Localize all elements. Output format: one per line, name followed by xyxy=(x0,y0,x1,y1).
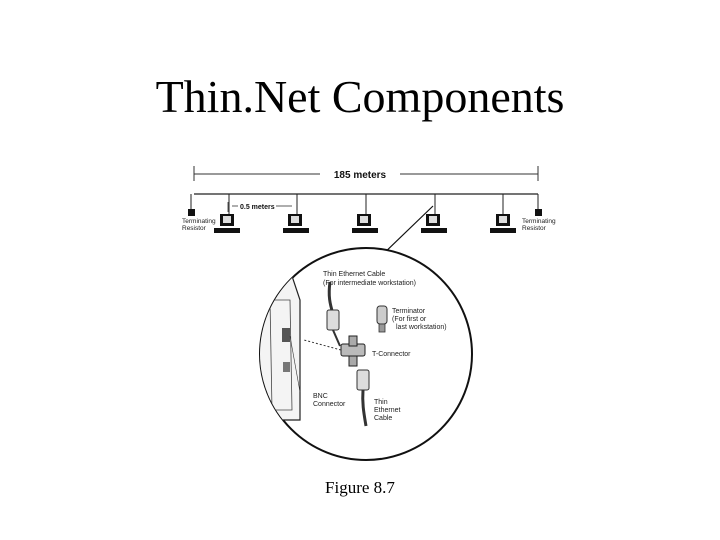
slide-title: Thin.Net Components xyxy=(156,71,565,122)
label-bnc-connector-1: BNC xyxy=(313,393,328,400)
workstation-1 xyxy=(214,194,240,233)
bnc-plug-bottom xyxy=(356,369,370,391)
terminator-right-icon xyxy=(535,209,542,216)
keyboard-icon xyxy=(352,228,378,233)
network-card-port xyxy=(282,328,290,342)
label-terminator-3: last workstation) xyxy=(396,324,447,331)
label-t-connector: T-Connector xyxy=(372,351,411,358)
terminator-plug-icon xyxy=(376,305,388,325)
keyboard-icon xyxy=(490,228,516,233)
label-bnc-connector-2: Connector xyxy=(313,401,346,408)
terminator-right-label-2: Resistor xyxy=(522,225,547,232)
terminator-left-label-1: Terminating xyxy=(182,218,216,225)
workstation-2 xyxy=(283,194,309,233)
span-label: 185 meters xyxy=(334,170,387,181)
label-terminator-2: (For first or xyxy=(392,316,427,323)
network-card-port-2 xyxy=(283,362,290,372)
label-thin-cable-bottom-2: Ethernet xyxy=(374,407,401,414)
workstation-5 xyxy=(490,194,516,233)
bnc-plug-top xyxy=(326,309,340,331)
workstation-4 xyxy=(421,194,447,233)
expansion-slot xyxy=(269,299,293,411)
keyboard-icon xyxy=(421,228,447,233)
terminator-left-icon xyxy=(188,209,195,216)
workstation-3 xyxy=(352,194,378,233)
keyboard-icon xyxy=(214,228,240,233)
label-terminator-1: Terminator xyxy=(392,308,426,315)
terminator-right-label-1: Terminating xyxy=(522,218,556,225)
keyboard-icon xyxy=(283,228,309,233)
thin-cable-bottom xyxy=(361,389,368,427)
label-thin-cable-bottom-1: Thin xyxy=(374,399,388,406)
network-overview: 185 meters Terminating Resistor Terminat… xyxy=(182,166,556,262)
label-thin-cable-bottom-3: Cable xyxy=(374,415,392,422)
t-connector-icon xyxy=(303,335,366,367)
label-thin-cable-top-2: (For intermediate workstation) xyxy=(323,280,416,287)
drop-label: 0.5 meters xyxy=(240,204,275,211)
label-thin-cable-top-1: Thin Ethernet Cable xyxy=(323,271,385,278)
terminator-left-label-2: Resistor xyxy=(182,225,207,232)
figure-caption: Figure 8.7 xyxy=(325,478,395,497)
detail-view: Thin Ethernet Cable (For intermediate wo… xyxy=(259,247,473,461)
